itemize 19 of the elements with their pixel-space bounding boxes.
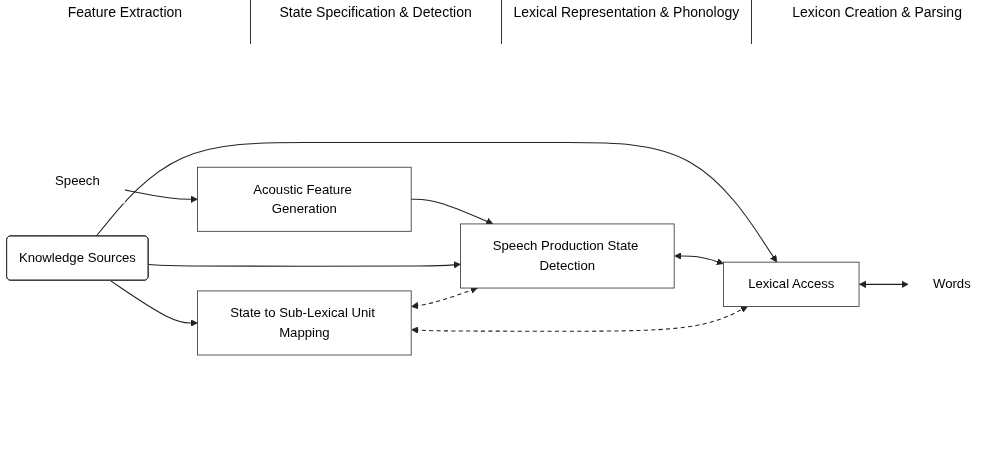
column-heading: Feature Extraction [0,0,251,44]
node-text: Words [933,277,971,292]
arrow [123,189,198,204]
column-heading: State Specification & Detection [250,0,502,44]
arrow [410,198,494,225]
node-text: Speech [55,173,100,188]
node-box: State to Sub-Lexical Unit Mapping [197,290,412,356]
arrow [859,280,909,289]
arrow [411,287,478,310]
column-heading: Lexical Representation & Phonology [501,0,753,44]
arrow [109,280,198,327]
arrow [674,252,724,266]
arrow [95,142,778,263]
arrow [411,306,748,334]
node-box: Lexical Access [723,261,860,308]
node-box: Acoustic Feature Generation [197,167,412,232]
arrow [148,261,461,269]
node-box: Speech Production State Detection [460,223,675,289]
column-heading: Lexicon Creation & Parsing [791,3,963,22]
